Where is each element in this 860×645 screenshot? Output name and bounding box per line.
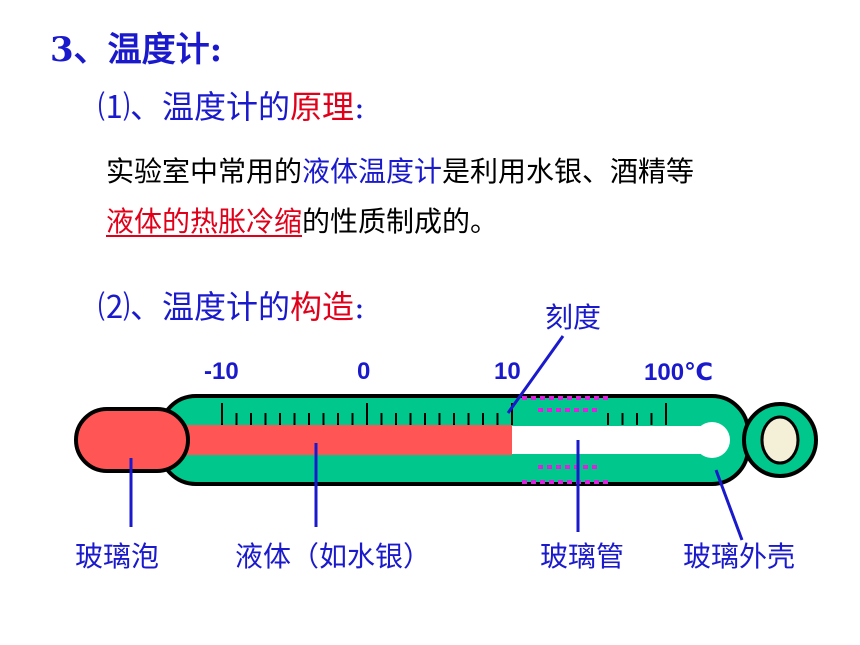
label-glass-bulb: 玻璃泡 bbox=[75, 540, 160, 573]
principle-prefix: ⑴、温度计的 bbox=[98, 88, 291, 126]
desc-1a: 实验室中常用的 bbox=[106, 155, 303, 188]
pointer-scale bbox=[506, 335, 565, 414]
dotted-guides bbox=[522, 396, 608, 484]
principle-suffix: : bbox=[354, 88, 365, 126]
structure-heading: ⑵、温度计的构造: bbox=[98, 282, 365, 328]
scale-label-0: 0 bbox=[357, 358, 371, 385]
pointer-lines bbox=[129, 335, 744, 541]
label-glass-shell: 玻璃外壳 bbox=[683, 540, 796, 573]
scale-ticks bbox=[221, 403, 667, 425]
desc-1c: 是利用水银、酒精等 bbox=[442, 155, 695, 188]
tube-end bbox=[694, 422, 730, 458]
liquid-column bbox=[170, 425, 512, 455]
structure-suffix: : bbox=[354, 288, 365, 326]
desc-1b: 液体温度计 bbox=[302, 155, 443, 188]
pointer-shell bbox=[714, 469, 744, 541]
desc-2a: 液体的热胀冷缩 bbox=[106, 205, 303, 238]
label-glass-tube: 玻璃管 bbox=[540, 540, 625, 573]
description-line-1: 实验室中常用的液体温度计是利用水银、酒精等 bbox=[106, 150, 694, 190]
end-cap-inner bbox=[760, 415, 800, 465]
scale-label-100c: 100℃ bbox=[644, 359, 714, 386]
description-line-2: 液体的热胀冷缩的性质制成的。 bbox=[106, 200, 498, 240]
label-scale: 刻度 bbox=[545, 301, 602, 334]
scale-label-minus10: -10 bbox=[204, 358, 239, 385]
desc-2b: 的性质制成的。 bbox=[302, 205, 499, 238]
principle-heading: ⑴、温度计的原理: bbox=[98, 82, 365, 128]
section-heading: 3、温度计: bbox=[50, 30, 223, 70]
label-liquid: 液体（如水银） bbox=[235, 540, 432, 573]
principle-emph: 原理 bbox=[290, 88, 355, 126]
scale-label-10: 10 bbox=[494, 358, 521, 385]
structure-prefix: ⑵、温度计的 bbox=[98, 288, 291, 326]
structure-emph: 构造 bbox=[290, 288, 355, 326]
